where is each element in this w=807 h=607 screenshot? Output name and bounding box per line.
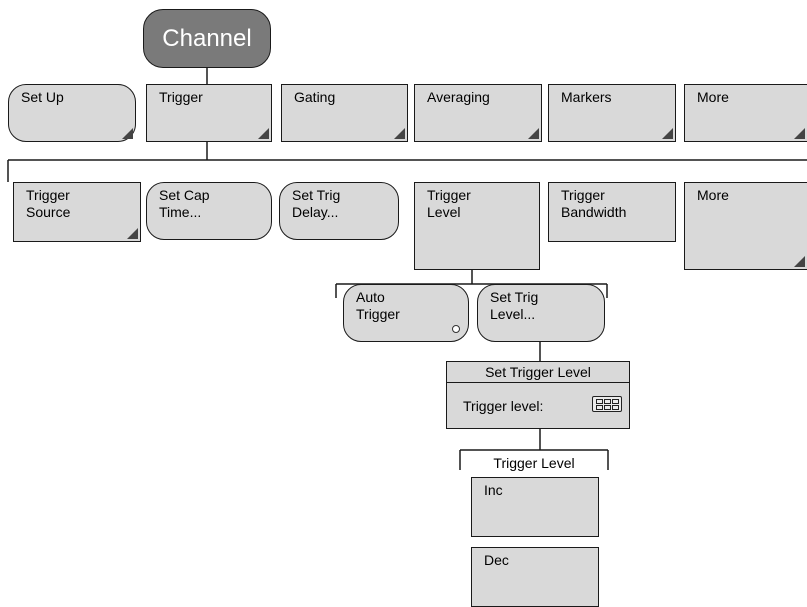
submenu-corner-icon [794, 128, 805, 139]
trigger-bandwidth-line2: Bandwidth [561, 204, 627, 220]
auto-trigger-line1: Auto [356, 289, 385, 305]
channel-root-node: Channel [143, 9, 271, 68]
menu-set-up[interactable]: Set Up [8, 84, 136, 142]
set-trig-level-line2: Level... [490, 306, 536, 322]
trigger-level-field-label: Trigger level: [463, 398, 544, 414]
trigger-source-line1: Trigger [26, 187, 70, 203]
menu-trigger-bandwidth[interactable]: Trigger Bandwidth [548, 182, 676, 242]
menu-auto-trigger[interactable]: Auto Trigger [343, 284, 469, 342]
menu-inc[interactable]: Inc [471, 477, 599, 537]
dec-label: Dec [484, 552, 509, 568]
menu-more[interactable]: More [684, 84, 807, 142]
menu-trigger[interactable]: Trigger [146, 84, 272, 142]
submenu-corner-icon [122, 128, 133, 139]
trigger-level-line2: Level [427, 204, 461, 220]
submenu-corner-icon [127, 228, 138, 239]
submenu-corner-icon [794, 256, 805, 267]
menu-markers-label: Markers [561, 89, 612, 105]
trigger-level-line1: Trigger [427, 187, 471, 203]
submenu-corner-icon [528, 128, 539, 139]
menu-markers[interactable]: Markers [548, 84, 676, 142]
menu-set-up-label: Set Up [21, 89, 64, 105]
menu-gating[interactable]: Gating [281, 84, 408, 142]
menu-trigger-source[interactable]: Trigger Source [13, 182, 141, 242]
inc-label: Inc [484, 482, 503, 498]
set-cap-time-line2: Time... [159, 204, 202, 220]
submenu-corner-icon [258, 128, 269, 139]
set-trigger-level-dialog: Set Trigger Level Trigger level: [446, 361, 630, 429]
menu-more-2[interactable]: More [684, 182, 807, 270]
menu-more-label: More [697, 89, 729, 105]
trigger-level-group-label: Trigger Level [493, 455, 575, 471]
radio-indicator-icon [452, 325, 460, 333]
set-cap-time-line1: Set Cap [159, 187, 210, 203]
more-2-label: More [697, 187, 729, 203]
menu-set-cap-time[interactable]: Set Cap Time... [146, 182, 272, 240]
auto-trigger-line2: Trigger [356, 306, 400, 322]
menu-averaging-label: Averaging [427, 89, 490, 105]
keypad-icon[interactable] [592, 396, 622, 412]
menu-gating-label: Gating [294, 89, 336, 105]
menu-set-trig-level[interactable]: Set Trig Level... [477, 284, 605, 342]
set-trig-delay-line1: Set Trig [292, 187, 341, 203]
submenu-corner-icon [662, 128, 673, 139]
menu-trigger-level[interactable]: Trigger Level [414, 182, 540, 270]
menu-set-trig-delay[interactable]: Set Trig Delay... [279, 182, 399, 240]
menu-dec[interactable]: Dec [471, 547, 599, 607]
menu-trigger-label: Trigger [159, 89, 203, 105]
trigger-bandwidth-line1: Trigger [561, 187, 605, 203]
submenu-corner-icon [394, 128, 405, 139]
dialog-title: Set Trigger Level [447, 362, 629, 383]
menu-averaging[interactable]: Averaging [414, 84, 542, 142]
trigger-source-line2: Source [26, 204, 71, 220]
set-trig-delay-line2: Delay... [292, 204, 339, 220]
set-trig-level-line1: Set Trig [490, 289, 539, 305]
